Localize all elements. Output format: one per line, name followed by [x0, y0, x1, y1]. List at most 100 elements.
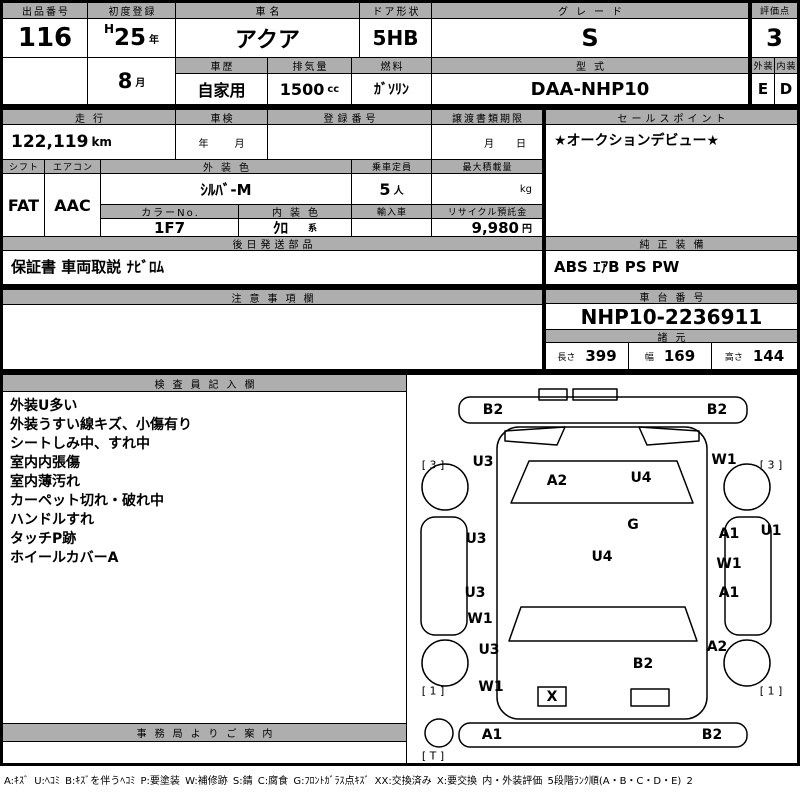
reg-year-unit: 年 [149, 34, 160, 46]
auction-no-header: 出品番号 [3, 3, 87, 18]
aircon-header: エアコン [45, 160, 100, 173]
chassis-no-value: NHP10-2236911 [546, 304, 797, 329]
damage-marker: B2 [702, 727, 722, 743]
transfer-deadline-value: 月 日 [432, 125, 542, 159]
fuel-header: 燃料 [352, 58, 431, 73]
damage-marker: [ 1 ] [760, 685, 783, 698]
height-value: 144 [752, 347, 785, 365]
interior-color-suffix: 系 [308, 224, 318, 234]
caution-area [3, 305, 542, 369]
fuel-value: ｶﾞｿﾘﾝ [352, 74, 431, 104]
reg-month-value: 8 [117, 69, 133, 93]
damage-marker: B2 [483, 402, 503, 418]
width-label: 幅 [644, 352, 654, 363]
inspector-notes: 外装U多い 外装うすい線キズ、小傷有り シートしみ中、すれ中 室内内張傷 室内薄… [3, 392, 406, 723]
height-label: 高さ [724, 352, 743, 363]
grade-header: グレード [432, 3, 748, 18]
mileage-value: 122,119 km [3, 125, 175, 159]
interior-color-name: ｸﾛ [272, 219, 288, 237]
later-shipping-value: 保証書 車両取説 ﾅﾋﾞﾛﾑ [3, 251, 542, 284]
later-shipping-header: 後日発送部品 [3, 237, 542, 250]
exterior-grade-header: 外装 [752, 58, 774, 73]
damage-marker: A1 [719, 526, 740, 542]
chassis-no-header: 車台番号 [546, 290, 797, 303]
damage-marker: U4 [630, 470, 651, 486]
inspector-header: 検査員記入欄 [3, 375, 406, 391]
color-no-value: 1F7 [101, 219, 238, 237]
damage-marker: U3 [472, 454, 493, 470]
sheet-grid: 出品番号 初度登録 車名 ドア形状 グレード 評価点 116 H 25 年 アク… [0, 0, 800, 766]
note-line: タッチP跡 [10, 531, 77, 547]
capacity-number: 5 [379, 179, 391, 199]
score-value: 3 [752, 19, 797, 57]
capacity-unit: 人 [393, 185, 404, 197]
model-code-header: 型式 [432, 58, 748, 73]
damage-marker: B2 [633, 656, 653, 672]
office-notice-area [3, 742, 406, 763]
displacement-value: 1500 cc [268, 74, 351, 104]
interior-color-value: ｸﾛ 系 [239, 219, 351, 237]
mileage-header: 走行 [3, 110, 175, 124]
dimension-length: 長さ 399 [546, 343, 628, 369]
length-value: 399 [585, 347, 617, 365]
note-line: カーペット切れ・破れ中 [10, 493, 164, 509]
mileage-number: 122,119 [11, 132, 89, 152]
damage-marker: W1 [711, 452, 736, 468]
damage-marker: A2 [707, 639, 728, 655]
factory-equipment-value: ABS ｴｱB PS PW [546, 251, 797, 284]
displacement-unit: cc [327, 83, 340, 95]
interior-color-header: 内装色 [239, 205, 351, 218]
registration-no-value [268, 125, 431, 159]
note-line: シートしみ中、すれ中 [10, 436, 150, 452]
first-registration-month: 8 月 [88, 58, 175, 104]
grade-value: S [432, 19, 748, 57]
dimension-height: 高さ 144 [712, 343, 797, 369]
damage-marker: U3 [465, 531, 486, 547]
damage-marker: [ 1 ] [422, 685, 445, 698]
recycle-unit: 円 [522, 224, 532, 235]
damage-marker: G [627, 517, 639, 533]
recycle-deposit-value: 9,980 円 [432, 218, 542, 237]
inspection-header: 車検 [176, 110, 267, 124]
damage-marker: [ 3 ] [422, 459, 445, 472]
shift-header: シフト [3, 160, 44, 173]
mileage-unit: km [91, 135, 112, 149]
note-line: ホイールカバーA [10, 550, 119, 566]
damage-marker: W1 [467, 611, 492, 627]
deadline-day-unit: 日 [516, 138, 526, 150]
dimensions-header: 諸元 [546, 330, 797, 342]
import-header: 輸入車 [352, 205, 431, 218]
car-outline [420, 388, 772, 748]
damage-marker: W1 [478, 679, 503, 695]
displacement-header: 排気量 [268, 58, 351, 73]
exterior-color-value: ｼﾙﾊﾞ-M [101, 174, 351, 204]
dimension-width: 幅 169 [629, 343, 711, 369]
inspection-month-unit: 月 [234, 138, 245, 150]
car-name-value: アクア [176, 19, 359, 57]
max-load-unit: kg [519, 183, 532, 195]
first-registration-header: 初度登録 [88, 3, 175, 18]
width-value: 169 [663, 347, 696, 365]
damage-code-legend: A:ｷｽﾞ U:ﾍｺﾐ B:ｷｽﾞを伴うﾍｺﾐ P:要塗装 W:補修跡 S:錆 … [4, 772, 796, 796]
recycle-number: 9,980 [471, 218, 519, 237]
exterior-grade-value: E [752, 74, 774, 104]
damage-marker: U1 [760, 523, 781, 539]
damage-marker: A1 [719, 585, 740, 601]
damage-marker: [ T ] [422, 750, 444, 763]
sales-point-value: ★オークションデビュー★ [546, 125, 797, 236]
damage-marker: B2 [707, 402, 727, 418]
note-line: ハンドルすれ [10, 512, 94, 528]
max-load-header: 最大積載量 [432, 160, 542, 173]
inspection-year-unit: 年 [198, 138, 209, 150]
damage-marker: [ 3 ] [760, 459, 783, 472]
reg-year-value: 25 [114, 25, 147, 51]
car-history-value: 自家用 [176, 74, 267, 104]
deadline-month-unit: 月 [484, 138, 494, 150]
exterior-color-header: 外装色 [101, 160, 351, 173]
score-header: 評価点 [752, 3, 797, 18]
note-line: 外装U多い [10, 398, 78, 414]
